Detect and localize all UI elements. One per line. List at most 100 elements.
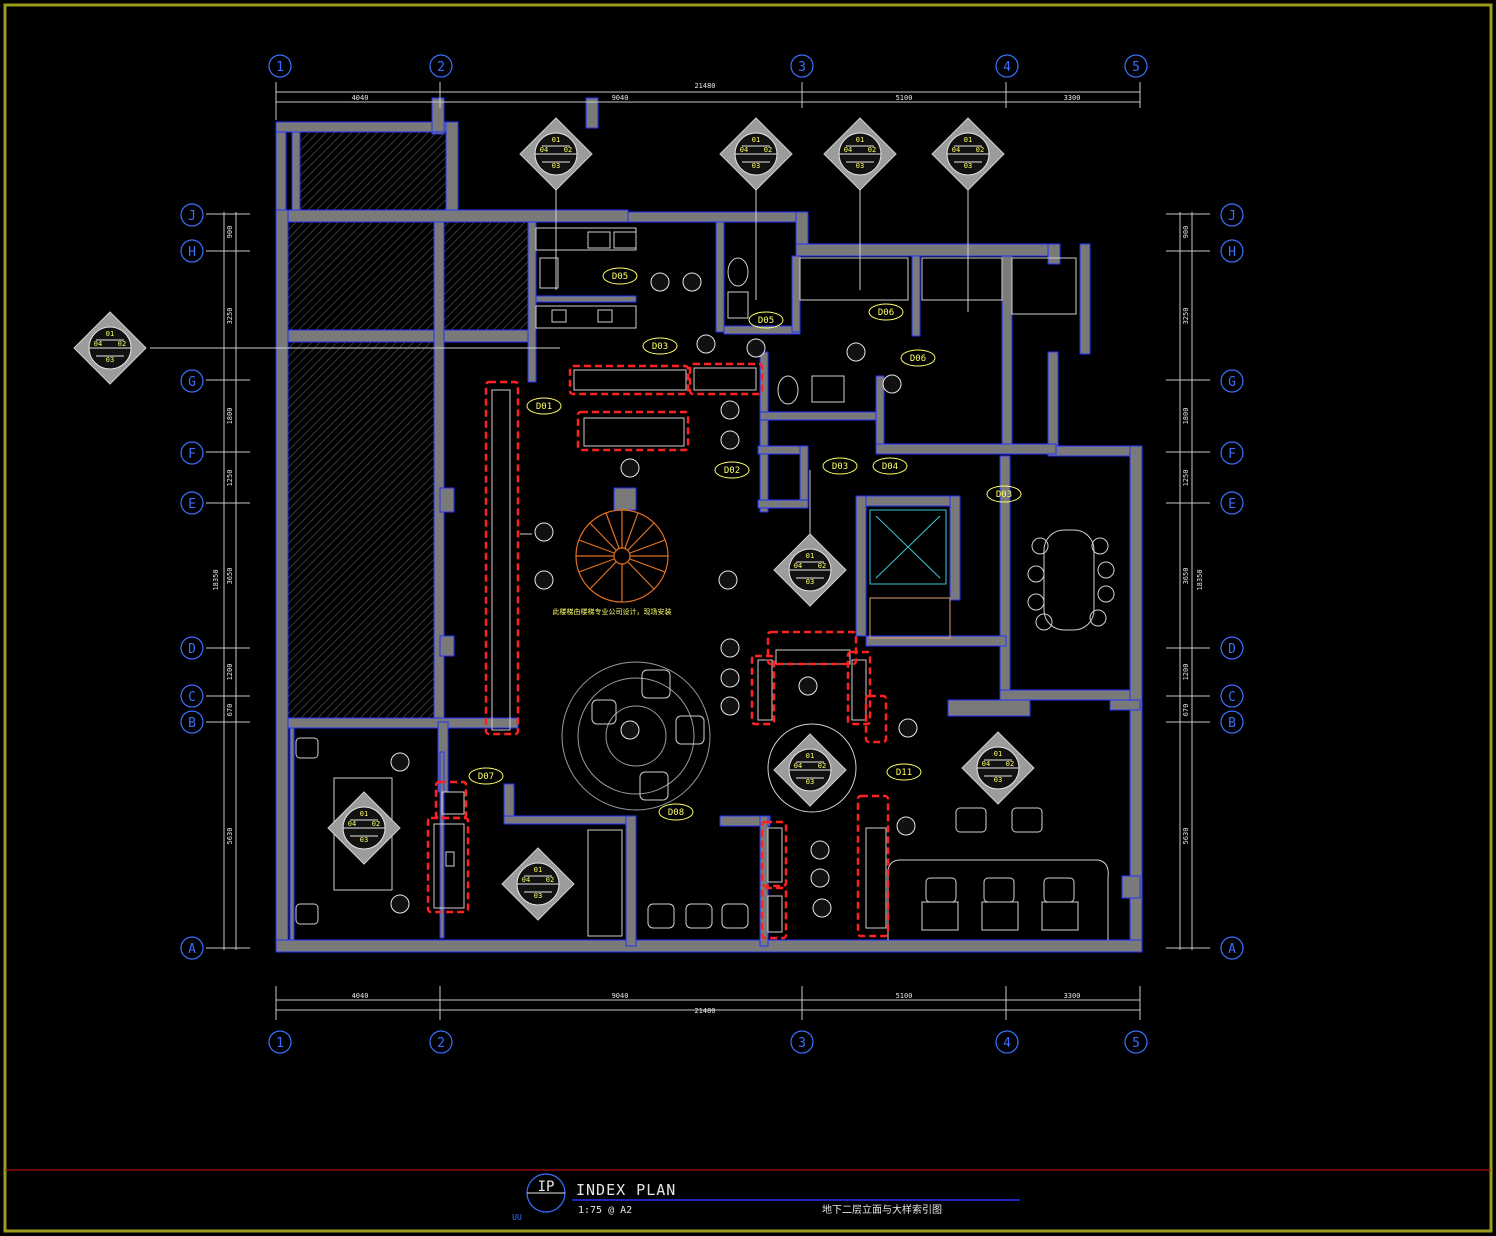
left-dimension-text: 18350 900 3250 1800 1250 3650 1200 670 5… xyxy=(212,226,234,845)
fixtures xyxy=(295,227,1115,940)
door-tag: D02 xyxy=(714,461,750,479)
title-name: INDEX PLAN xyxy=(576,1181,676,1199)
door-tag: D06 xyxy=(900,349,936,367)
dim-right-seg-1: 900 xyxy=(1182,226,1190,239)
title-subtitle: 地下二层立面与大样索引图 xyxy=(822,1203,942,1216)
dim-right-seg-7: 670 xyxy=(1182,704,1190,717)
row-e-right: E xyxy=(1228,497,1236,512)
dim-right-seg-6: 1200 xyxy=(1182,664,1190,681)
row-f-left: F xyxy=(188,447,196,462)
dim-right-seg-3: 1800 xyxy=(1182,408,1190,425)
dim-bottom-seg-2: 9040 xyxy=(612,992,629,1000)
col-4-top: 4 xyxy=(1003,60,1011,75)
col-2-bottom: 2 xyxy=(437,1036,445,1051)
elevation-marker xyxy=(501,847,575,921)
door-tag-label: D01 xyxy=(536,402,552,412)
row-c-left: C xyxy=(188,690,196,705)
sheet-border xyxy=(3,3,1493,1233)
row-g-left: G xyxy=(188,375,196,390)
row-j-left: J xyxy=(188,209,196,224)
col-1-top: 1 xyxy=(276,60,284,75)
stair-note: 此楼梯由楼梯专业公司设计，现场安装 xyxy=(553,607,672,616)
walls xyxy=(275,97,1143,953)
col-1-bottom: 1 xyxy=(276,1036,284,1051)
hatched-areas xyxy=(287,131,529,719)
dim-top-seg-1: 4040 xyxy=(352,94,369,102)
single-index-markers xyxy=(390,272,918,918)
door-tag: D08 xyxy=(658,803,694,821)
door-tag-label: D08 xyxy=(668,808,684,818)
elevation-marker xyxy=(931,117,1005,191)
door-tag: D01 xyxy=(526,397,562,415)
door-tag: D06 xyxy=(868,303,904,321)
elevation-marker xyxy=(327,791,401,865)
door-tag-label: D04 xyxy=(882,462,898,472)
door-tags: D05 D05 D06 D06 D03 D01 D02 D03 D04 D03 … xyxy=(468,267,1022,821)
row-c-right: C xyxy=(1228,690,1236,705)
dim-left-seg-8: 5630 xyxy=(226,828,234,845)
door-tag: D05 xyxy=(602,267,638,285)
row-b-left: B xyxy=(188,716,196,731)
dim-left-total: 18350 xyxy=(212,569,220,590)
door-tag: D11 xyxy=(886,763,922,781)
door-tag-label: D03 xyxy=(652,342,668,352)
row-g-right: G xyxy=(1228,375,1236,390)
door-tag-label: D05 xyxy=(758,316,774,326)
dim-right-seg-2: 3250 xyxy=(1182,308,1190,325)
col-3-top: 3 xyxy=(798,60,806,75)
title-scale: 1:75 @ A2 xyxy=(578,1205,632,1216)
dim-bottom-seg-4: 3300 xyxy=(1064,992,1081,1000)
title-symbol: IP xyxy=(538,1179,555,1195)
row-b-right: B xyxy=(1228,716,1236,731)
door-tag-label: D03 xyxy=(996,490,1012,500)
row-h-left: H xyxy=(188,245,196,260)
dim-top-total: 21480 xyxy=(694,82,715,90)
dim-bottom-seg-1: 4040 xyxy=(352,992,369,1000)
door-tag: D05 xyxy=(748,311,784,329)
elevation-marker xyxy=(73,311,147,385)
bottom-dimension-text: 4040 9040 5100 3300 21480 xyxy=(352,992,1081,1015)
col-5-top: 5 xyxy=(1132,60,1140,75)
door-tag-label: D03 xyxy=(832,462,848,472)
row-f-right: F xyxy=(1228,447,1236,462)
row-tick-lines xyxy=(206,213,1210,949)
row-h-right: H xyxy=(1228,245,1236,260)
dim-bottom-seg-3: 5100 xyxy=(896,992,913,1000)
right-dimension-text: 18350 900 3250 1800 1250 3650 1200 670 5… xyxy=(1182,226,1204,845)
dim-top-seg-3: 5100 xyxy=(896,94,913,102)
dim-top-seg-4: 3300 xyxy=(1064,94,1081,102)
highlight-boxes xyxy=(426,362,890,940)
door-tag-label: D11 xyxy=(896,768,912,778)
dim-left-seg-2: 3250 xyxy=(226,308,234,325)
dim-left-seg-1: 900 xyxy=(226,226,234,239)
col-5-bottom: 5 xyxy=(1132,1036,1140,1051)
door-tag-label: D02 xyxy=(724,466,740,476)
row-d-right: D xyxy=(1228,642,1236,657)
spiral-stair xyxy=(575,509,669,603)
elevation-marker xyxy=(823,117,897,191)
dim-right-seg-5: 3650 xyxy=(1182,568,1190,585)
dim-left-seg-7: 670 xyxy=(226,704,234,717)
title-tag: UU xyxy=(512,1213,522,1222)
door-tag-label: D05 xyxy=(612,272,628,282)
col-3-bottom: 3 xyxy=(798,1036,806,1051)
dim-top-seg-2: 9040 xyxy=(612,94,629,102)
row-a-left: A xyxy=(188,942,196,957)
door-tag: D03 xyxy=(986,485,1022,503)
dimension-lines xyxy=(223,82,1193,1020)
leader-lines xyxy=(150,190,969,538)
top-dimension-text: 21480 4040 9040 5100 3300 xyxy=(352,82,1081,102)
door-tag: D03 xyxy=(642,337,678,355)
door-tag: D04 xyxy=(872,457,908,475)
elevation-index-markers xyxy=(73,117,1035,921)
dim-left-seg-6: 1200 xyxy=(226,664,234,681)
row-d-left: D xyxy=(188,642,196,657)
elevation-marker xyxy=(519,117,593,191)
dim-right-seg-4: 1250 xyxy=(1182,470,1190,487)
row-j-right: J xyxy=(1228,209,1236,224)
door-tag: D03 xyxy=(822,457,858,475)
elevation-marker xyxy=(773,733,847,807)
door-tag-label: D07 xyxy=(478,772,494,782)
dim-left-seg-5: 3650 xyxy=(226,568,234,585)
